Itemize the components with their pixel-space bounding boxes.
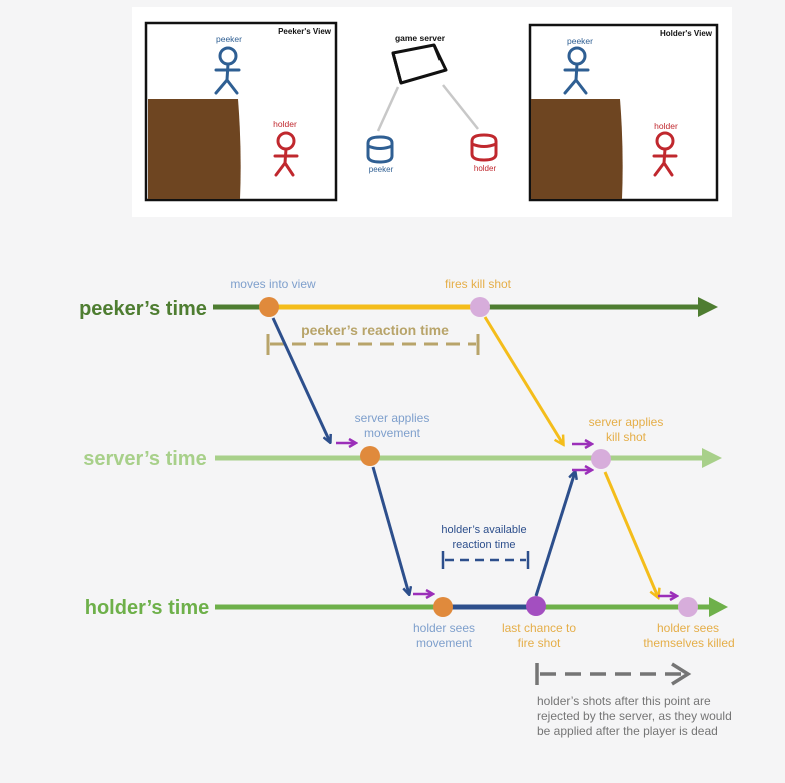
peeker-stick-figure bbox=[563, 46, 590, 95]
kill-shot-to-server-arrow bbox=[483, 316, 563, 444]
peeker-name-label: peeker bbox=[216, 34, 242, 44]
holder-reaction-bracket bbox=[441, 551, 530, 569]
holder-shot-to-server-arrow bbox=[534, 472, 575, 597]
link-to-holder bbox=[442, 84, 479, 130]
peeker-view: Peeker's View peeker holder bbox=[144, 21, 338, 202]
peeker-reaction-bracket bbox=[266, 334, 480, 355]
server-timeline-arrowhead bbox=[702, 448, 722, 468]
kill-shot-to-holder-arrow bbox=[603, 471, 658, 597]
holder-sees-killed-label-line1: holder sees bbox=[657, 621, 719, 635]
last-chance-label-line1: last chance to bbox=[502, 621, 576, 635]
peeker-view-title: Peeker's View bbox=[278, 27, 332, 36]
last-chance-label-line2: fire shot bbox=[518, 636, 561, 650]
peeker-client-label: peeker bbox=[369, 165, 394, 174]
wall bbox=[148, 99, 241, 199]
fires-kill-shot-dot bbox=[470, 297, 490, 317]
movement-to-holder-arrow bbox=[371, 466, 409, 594]
holder-sees-killed-label-line2: themselves killed bbox=[643, 636, 734, 650]
holder-time-label: holder’s time bbox=[85, 597, 209, 619]
holder-sees-killed-dot bbox=[678, 597, 698, 617]
holder-view: Holder's View peeker holder bbox=[528, 23, 719, 202]
holder-stick-figure bbox=[652, 131, 678, 177]
holder-stick-figure bbox=[273, 131, 299, 177]
wall bbox=[531, 99, 623, 199]
holder-client-icon bbox=[470, 133, 498, 162]
rejected-note-line2: rejected by the server, as they would bbox=[537, 709, 732, 723]
peeker-name-label: peeker bbox=[567, 36, 593, 46]
fires-kill-shot-label: fires kill shot bbox=[445, 277, 512, 291]
peeker-stick-figure bbox=[214, 46, 241, 95]
server-applies-movement-label-line2: movement bbox=[364, 426, 421, 440]
holder-timeline-arrowhead bbox=[709, 597, 728, 617]
rejected-shots-arrow bbox=[535, 662, 692, 686]
peeker-time-label: peeker’s time bbox=[79, 298, 207, 320]
server-applies-kill-label-line1: server applies bbox=[589, 415, 664, 429]
holder-available-label-line1: holder’s available bbox=[441, 524, 526, 536]
holder-sees-movement-label-line2: movement bbox=[416, 636, 473, 650]
moves-into-view-dot bbox=[259, 297, 279, 317]
holder-name-label: holder bbox=[654, 121, 678, 131]
game-server-diagram: game server peeker holder bbox=[366, 33, 498, 174]
holder-available-label-line2: reaction time bbox=[453, 539, 516, 551]
server-applies-kill-label-line2: kill shot bbox=[606, 430, 647, 444]
link-to-peeker bbox=[376, 86, 400, 132]
server-applies-movement-label-line1: server applies bbox=[355, 411, 430, 425]
rejected-note-line1: holder’s shots after this point are bbox=[537, 694, 711, 708]
server-time-label: server’s time bbox=[83, 448, 206, 470]
holder-sees-movement-label-line1: holder sees bbox=[413, 621, 475, 635]
peeker-client-icon bbox=[366, 135, 394, 164]
holder-name-label: holder bbox=[273, 119, 297, 129]
peeker-reaction-label: peeker’s reaction time bbox=[301, 322, 449, 338]
moves-into-view-label: moves into view bbox=[230, 277, 316, 291]
server-applies-movement-dot bbox=[360, 446, 380, 466]
holder-client-label: holder bbox=[474, 164, 497, 173]
last-chance-dot bbox=[526, 596, 546, 616]
holder-sees-movement-dot bbox=[433, 597, 453, 617]
movement-to-server-arrow bbox=[271, 317, 330, 442]
game-server-label: game server bbox=[395, 33, 446, 43]
server-applies-kill-dot bbox=[591, 449, 611, 469]
server-cube-icon bbox=[391, 43, 448, 85]
holder-view-title: Holder's View bbox=[660, 29, 713, 38]
rejected-note-line3: be applied after the player is dead bbox=[537, 724, 718, 738]
peeker-timeline-arrowhead bbox=[698, 297, 718, 317]
